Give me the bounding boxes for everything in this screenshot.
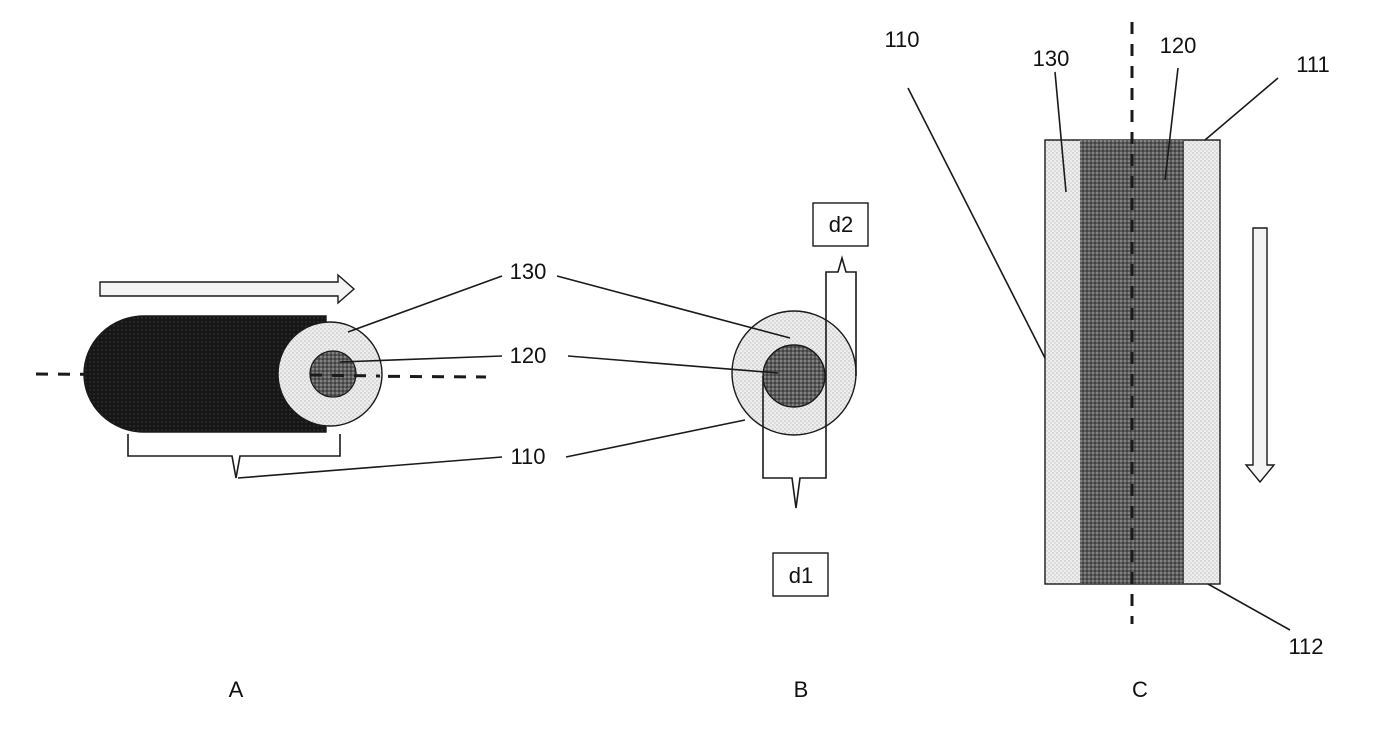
flow-arrow-right bbox=[100, 275, 354, 303]
panel-label-c: C bbox=[1132, 677, 1148, 702]
label-110-c: 110 bbox=[884, 27, 919, 52]
panel-c bbox=[1045, 22, 1274, 624]
label-120-c: 120 bbox=[1160, 33, 1197, 58]
panel-label-b: B bbox=[794, 677, 809, 702]
leader-110-c bbox=[908, 88, 1045, 358]
bracket-a bbox=[128, 434, 340, 478]
label-130-c: 130 bbox=[1033, 46, 1070, 71]
panel-letters: A B C bbox=[229, 677, 1148, 702]
leader-112 bbox=[1208, 584, 1290, 630]
d2-label: d2 bbox=[829, 212, 853, 237]
leader-130-b bbox=[557, 276, 790, 338]
panel-label-a: A bbox=[229, 677, 244, 702]
leader-110-a bbox=[238, 457, 502, 478]
panel-a bbox=[36, 275, 486, 478]
leader-130-a bbox=[348, 276, 502, 332]
leader-110-b bbox=[566, 420, 745, 457]
label-110-ab: 110 bbox=[510, 444, 545, 469]
cross-section-core bbox=[763, 345, 825, 407]
flow-arrow-down bbox=[1246, 228, 1274, 482]
label-111: 111 bbox=[1296, 52, 1329, 77]
label-120-ab: 120 bbox=[510, 343, 547, 368]
panel-b: d2 d1 bbox=[732, 203, 868, 596]
label-130-ab: 130 bbox=[510, 259, 547, 284]
label-112: 112 bbox=[1288, 634, 1323, 659]
d1-label: d1 bbox=[789, 563, 813, 588]
leader-111 bbox=[1205, 78, 1278, 140]
